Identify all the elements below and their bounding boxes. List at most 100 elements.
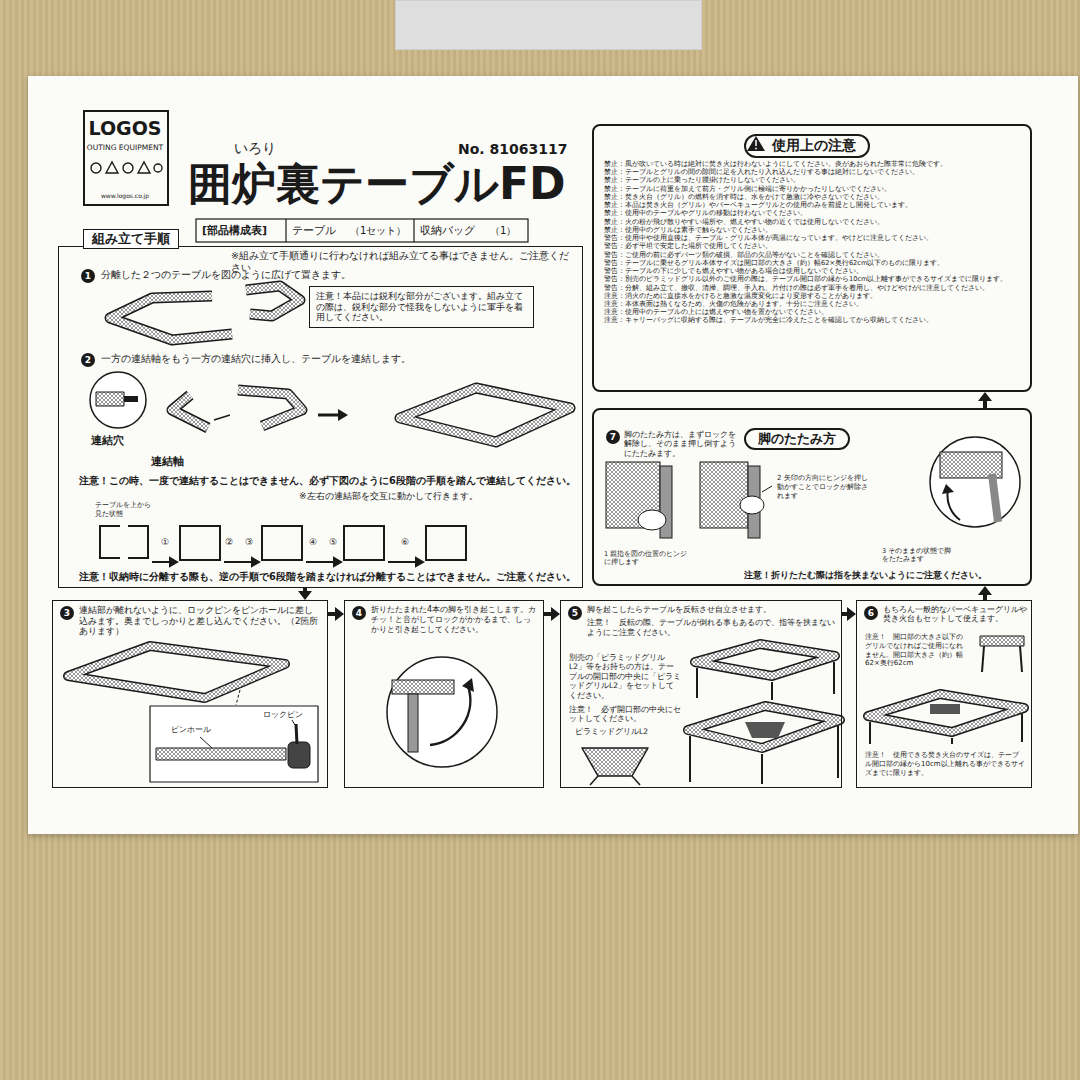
step-panel: 4 折りたたまれた4本の脚を引き起こします。カチッ！と音がしてロックがかかるまで、… (344, 600, 544, 788)
step-panel: 6もちろん一般的なバーベキューグリルや焚き火台もセットして使えます。注意！ 開口… (856, 600, 1032, 788)
body-text: 脚のたたみ方は、まずロックを解除し、そのまま押し倒すようにたたみます。 (624, 430, 739, 458)
body-text: 注意！ 反転の際、テーブルが倒れる事もあるので、指等を挟まないようにご注意くださ… (587, 618, 837, 638)
caution-item: 警告：テーブルに乗せるグリル本体サイズは開口部の大きさ（約）幅62×奥行62cm… (604, 259, 1024, 267)
step-panel: 5 脚を起こしたらテーブルを反転させ自立させます。注意！ 反転の際、テーブルが倒れ… (560, 600, 842, 788)
body-text: ピンホール (171, 725, 211, 735)
caution-item: 禁止：使用中のグリルは素手で触らないでください。 (604, 226, 1024, 234)
flow-arrow (298, 588, 312, 600)
body-text: ① (161, 537, 169, 548)
logo-icons (91, 162, 162, 173)
connection-sequence (100, 526, 466, 566)
body-text: ③ (245, 537, 253, 548)
step-number: 6 (864, 606, 878, 620)
flow-arrow (328, 607, 344, 621)
body-text: 注意！ 開口部の大きさ以下のグリルでなければご使用になれません。開口部大きさ（約… (865, 633, 969, 668)
body-text: 注意！この時、一度で連結することはできません、必ず下図のように6段階の手順を踏ん… (79, 475, 579, 487)
arrow-head (978, 586, 992, 595)
caution-item: 禁止：本品は焚き火台（グリル）やバーベキューグリルとの使用のみを前提とし開発して… (604, 201, 1024, 209)
step2-tables (90, 372, 570, 442)
flow-arrow (978, 586, 992, 600)
arrow-head (978, 392, 992, 401)
arrow-head (847, 607, 856, 621)
body-text: 1 親指を図の位置のヒンジに押します (604, 550, 689, 566)
body-text: ⑥ (401, 537, 409, 548)
arrow-head (551, 607, 560, 621)
body-text: OUTING EQUIPMENT (85, 143, 165, 152)
body-text: 注意！本品には鋭利な部分がございます。組み立ての際は、鋭利な部分で怪我をしないよ… (316, 291, 527, 323)
part-name: テーブル (292, 224, 336, 238)
step3-lock-pin (68, 646, 318, 782)
body-text: ピラミッドグリルL2 (575, 727, 648, 736)
step-panel: 3 連結部が離れないように、ロックピンをピンホールに差し込みます。奥までしっかりと… (52, 600, 328, 788)
caution-item: 禁止：テーブルに荷重を加えて前方・グリル側に極端に寄りかかったりしないでください… (604, 185, 1024, 193)
warning-icon (747, 136, 765, 151)
caution-item: 禁止：使用中のテーブルやグリルの移動は行わないでください。 (604, 209, 1024, 217)
arrow-head (335, 607, 344, 621)
body-text: 2 矢印の方向にヒンジを押し動かすことでロックが解除されます (777, 474, 872, 500)
body-text: 一方の連結軸をもう一方の連結穴に挿入し、テーブルを連結します。 (101, 353, 541, 366)
part-name: 収納バッグ (420, 224, 475, 238)
flow-arrow (978, 392, 992, 408)
caution-item: 禁止：テーブルの上に乗ったり腰掛けたりしないでください。 (604, 176, 1024, 184)
step-number: 7 (606, 430, 620, 444)
logo-box: LOGOS OUTING EQUIPMENT www.logos.co.jp (83, 110, 169, 206)
caution-item: 禁止：火の粉が飛び散りやすい場所や、燃えやすい物の近くでは使用しないでください。 (604, 218, 1024, 226)
caution-item: 禁止：風が吹いている時は絶対に焚き火は行わないようにしてください。炎があおられた… (604, 160, 1024, 168)
section-heading: 使用上の注意 (744, 134, 870, 158)
body-text: 注意！ 使用できる焚き火台のサイズは、テーブル開口部の縁から10cm以上離れる事… (865, 751, 1025, 777)
body-text: 連結部が離れないように、ロックピンをピンホールに差し込みます。奥までしっかりと差… (79, 605, 321, 637)
section-heading: 組み立て手順 (83, 229, 179, 249)
section-heading: 脚のたたみ方 (744, 428, 850, 450)
model-number: No. 81063117 (458, 141, 567, 159)
body-text: ④ (309, 537, 317, 548)
body-text: 折りたたまれた4本の脚を引き起こします。カチッ！と音がしてロックがかかるまで、し… (371, 605, 537, 635)
caution-item: 注意：本体表面は熱くなるため、火傷の危険があります。十分にご注意ください。 (604, 300, 1024, 308)
caution-list: 禁止：風が吹いている時は絶対に焚き火は行わないようにしてください。炎があおられた… (604, 160, 1024, 325)
body-text: 注意！ 必ず開口部の中央にセットしてください。 (569, 705, 681, 724)
step1-tables (110, 286, 300, 340)
parts-list-heading: [部品構成表] (202, 224, 267, 238)
step-number: 3 (60, 606, 74, 620)
parts-table-frame (196, 219, 528, 242)
caution-item: 禁止：テーブルとグリルの間の隙間に足を入れたり入れ込んだりする事は絶対にしないで… (604, 168, 1024, 176)
step-number: 2 (81, 353, 95, 367)
body-text: ⑤ (329, 537, 337, 548)
part-quantity: （1） (490, 225, 516, 238)
body-text: ロックピン (263, 710, 303, 720)
body-text: 連結穴 (91, 434, 124, 448)
caution-item: 警告：必ず平坦で安定した場所で使用してください。 (604, 242, 1024, 250)
body-text: 脚を起こしたらテーブルを反転させ自立させます。 (587, 605, 837, 615)
flow-arrow (544, 607, 560, 621)
caution-item: 警告：ご使用の前に必ずパーツ類の破損、部品の欠品等がないことを確認してください。 (604, 251, 1024, 259)
assembly-section: 組み立て手順※組み立て手順通りに行わなければ組み立てる事はできません。ご注意くだ… (58, 246, 583, 588)
step4-legs (387, 657, 497, 767)
step-number: 4 (352, 606, 366, 620)
caution-note-box: 注意！本品には鋭利な部分がございます。組み立ての際は、鋭利な部分で怪我をしないよ… (309, 286, 534, 328)
step-number: 5 (568, 606, 582, 620)
leg-folding-panel: 脚のたたみ方 7 脚のたたみ方は、まずロックを解除し、そのまま押し倒すようにたたみま… (592, 408, 1032, 586)
body-text: 3 そのままの状態で脚をたたみます (882, 547, 957, 563)
body-text: テーブルを上から見た状態 (95, 501, 157, 519)
body-text: 連結軸 (151, 455, 184, 469)
caution-item: 警告：別売のピラミッドグリル以外のご使用の際は、テーブル開口部の縁から10cm以… (604, 275, 1024, 283)
caution-item: 注意：消火のために直接水をかけると急激な温度変化により変形することがあります。 (604, 292, 1024, 300)
body-text: 別売の「ピラミッドグリルL2」等をお持ちの方は、テーブルの開口部の中央に「ピラミ… (569, 653, 681, 700)
ruby-text: いろり (234, 140, 276, 158)
body-text: 分離した２つのテーブルを図のように広げて置きます。 (101, 269, 521, 282)
body-text: www.logos.co.jp (85, 192, 165, 200)
caution-item: 注意：キャリーバッグに収納する際は、テーブルが完全に冷えたことを確認してから収納… (604, 316, 1024, 324)
caution-item: 禁止：焚き火台（グリル）の燃料を消す時は、水をかけて急激に冷やさないでください。 (604, 193, 1024, 201)
document-title: 囲炉裏テーブルFD (188, 162, 566, 206)
body-text: ※左右の連結部を交互に動かして行きます。 (299, 491, 478, 502)
part-quantity: （1セット） (350, 225, 406, 238)
body-text: LOGOS (85, 117, 165, 141)
body-text: 注意！収納時に分離する際も、逆の手順で6段階を踏まなければ分離することはできませ… (79, 571, 579, 583)
caution-item: 注意：使用中のテーブルの上には燃えやすい物を置かないでください。 (604, 308, 1024, 316)
caution-item: 警告：分解、組み立て、撤収、清掃、調理、手入れ、片付けの際は必ず軍手を着用し、や… (604, 284, 1024, 292)
body-text: ② (225, 537, 233, 548)
caution-item: 警告：テーブルの下に少しでも燃えやすい物がある場合は使用しないでください。 (604, 267, 1024, 275)
caution-item: 警告：使用中や使用直後は、テーブル・グリル本体が高温になっています。やけどに注意… (604, 234, 1024, 242)
package-corner (395, 0, 702, 50)
step-number: 1 (81, 269, 95, 283)
